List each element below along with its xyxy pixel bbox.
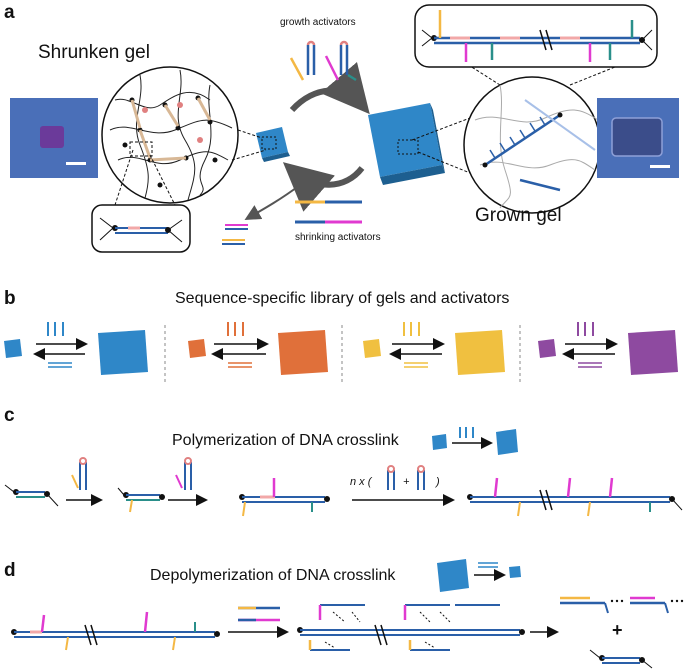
- scale-bar: [650, 165, 670, 168]
- grown-crosslink-bubble: [414, 4, 658, 68]
- repeat-label: n x (: [350, 476, 372, 488]
- zoom-line: [417, 151, 476, 176]
- shrunken-gel-photo: [10, 98, 98, 178]
- gel-blue-large: [98, 330, 148, 375]
- zoom-line: [231, 149, 267, 161]
- gel-orange-small: [188, 339, 206, 358]
- waste-arrow: [244, 184, 301, 220]
- scale-bar: [66, 162, 86, 165]
- shrunken-network-circle: [101, 66, 239, 204]
- gel-purple-large: [628, 330, 678, 375]
- repeat-close: ): [436, 476, 440, 488]
- shrinking-activator-strands: [222, 200, 362, 245]
- polymerization-title: Polymerization of DNA crosslink: [172, 432, 399, 449]
- depolymerization-title: Depolymerization of DNA crosslink: [150, 567, 396, 584]
- polymerization-row: [4, 427, 683, 517]
- gel-yellow-small: [363, 339, 381, 358]
- panel-letter-d: d: [4, 560, 16, 581]
- zoom-line: [569, 64, 621, 86]
- panel-letter-b: b: [4, 288, 16, 309]
- library-title: Sequence-specific library of gels and ac…: [175, 290, 510, 307]
- zoom-line: [237, 129, 263, 139]
- plus-sign: +: [612, 620, 623, 640]
- library-row: [4, 322, 678, 385]
- shrunken-gel-label: Shrunken gel: [38, 42, 150, 63]
- depolymerization-row: [11, 559, 684, 669]
- shrink-arrow: [282, 162, 365, 212]
- grown-gel-cube: [368, 103, 445, 185]
- panel-letter-a: a: [4, 2, 15, 23]
- gel-purple-small: [538, 339, 556, 358]
- gel-orange-large: [278, 330, 328, 375]
- crosslink-detail-bubble: [91, 204, 191, 253]
- zoom-line: [149, 154, 176, 206]
- growth-activators-label: growth activators: [280, 17, 356, 28]
- growth-arrow: [289, 62, 370, 115]
- grown-gel-photo: [597, 98, 679, 178]
- shrunken-gel-cube: [256, 127, 290, 162]
- grown-gel-label: Grown gel: [475, 205, 562, 226]
- growth-activator-hairpins: [289, 40, 357, 82]
- shrinking-activators-label: shrinking activators: [295, 232, 381, 243]
- zoom-line: [411, 117, 471, 141]
- repeat-plus: +: [403, 476, 410, 488]
- gel-blue-small: [4, 339, 22, 358]
- panel-letter-c: c: [4, 405, 15, 426]
- grown-network-circle: [463, 76, 601, 214]
- gel-yellow-large: [455, 330, 505, 375]
